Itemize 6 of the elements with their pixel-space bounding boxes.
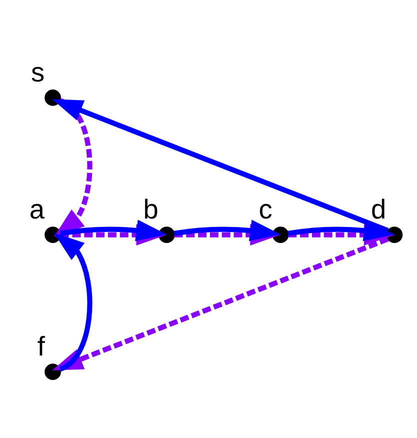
node-label: d (371, 193, 386, 224)
node-label: a (29, 193, 45, 224)
node-label: s (31, 56, 45, 88)
node-label: f (37, 330, 45, 362)
node-label: c (258, 193, 272, 224)
node-label: b (143, 193, 158, 224)
